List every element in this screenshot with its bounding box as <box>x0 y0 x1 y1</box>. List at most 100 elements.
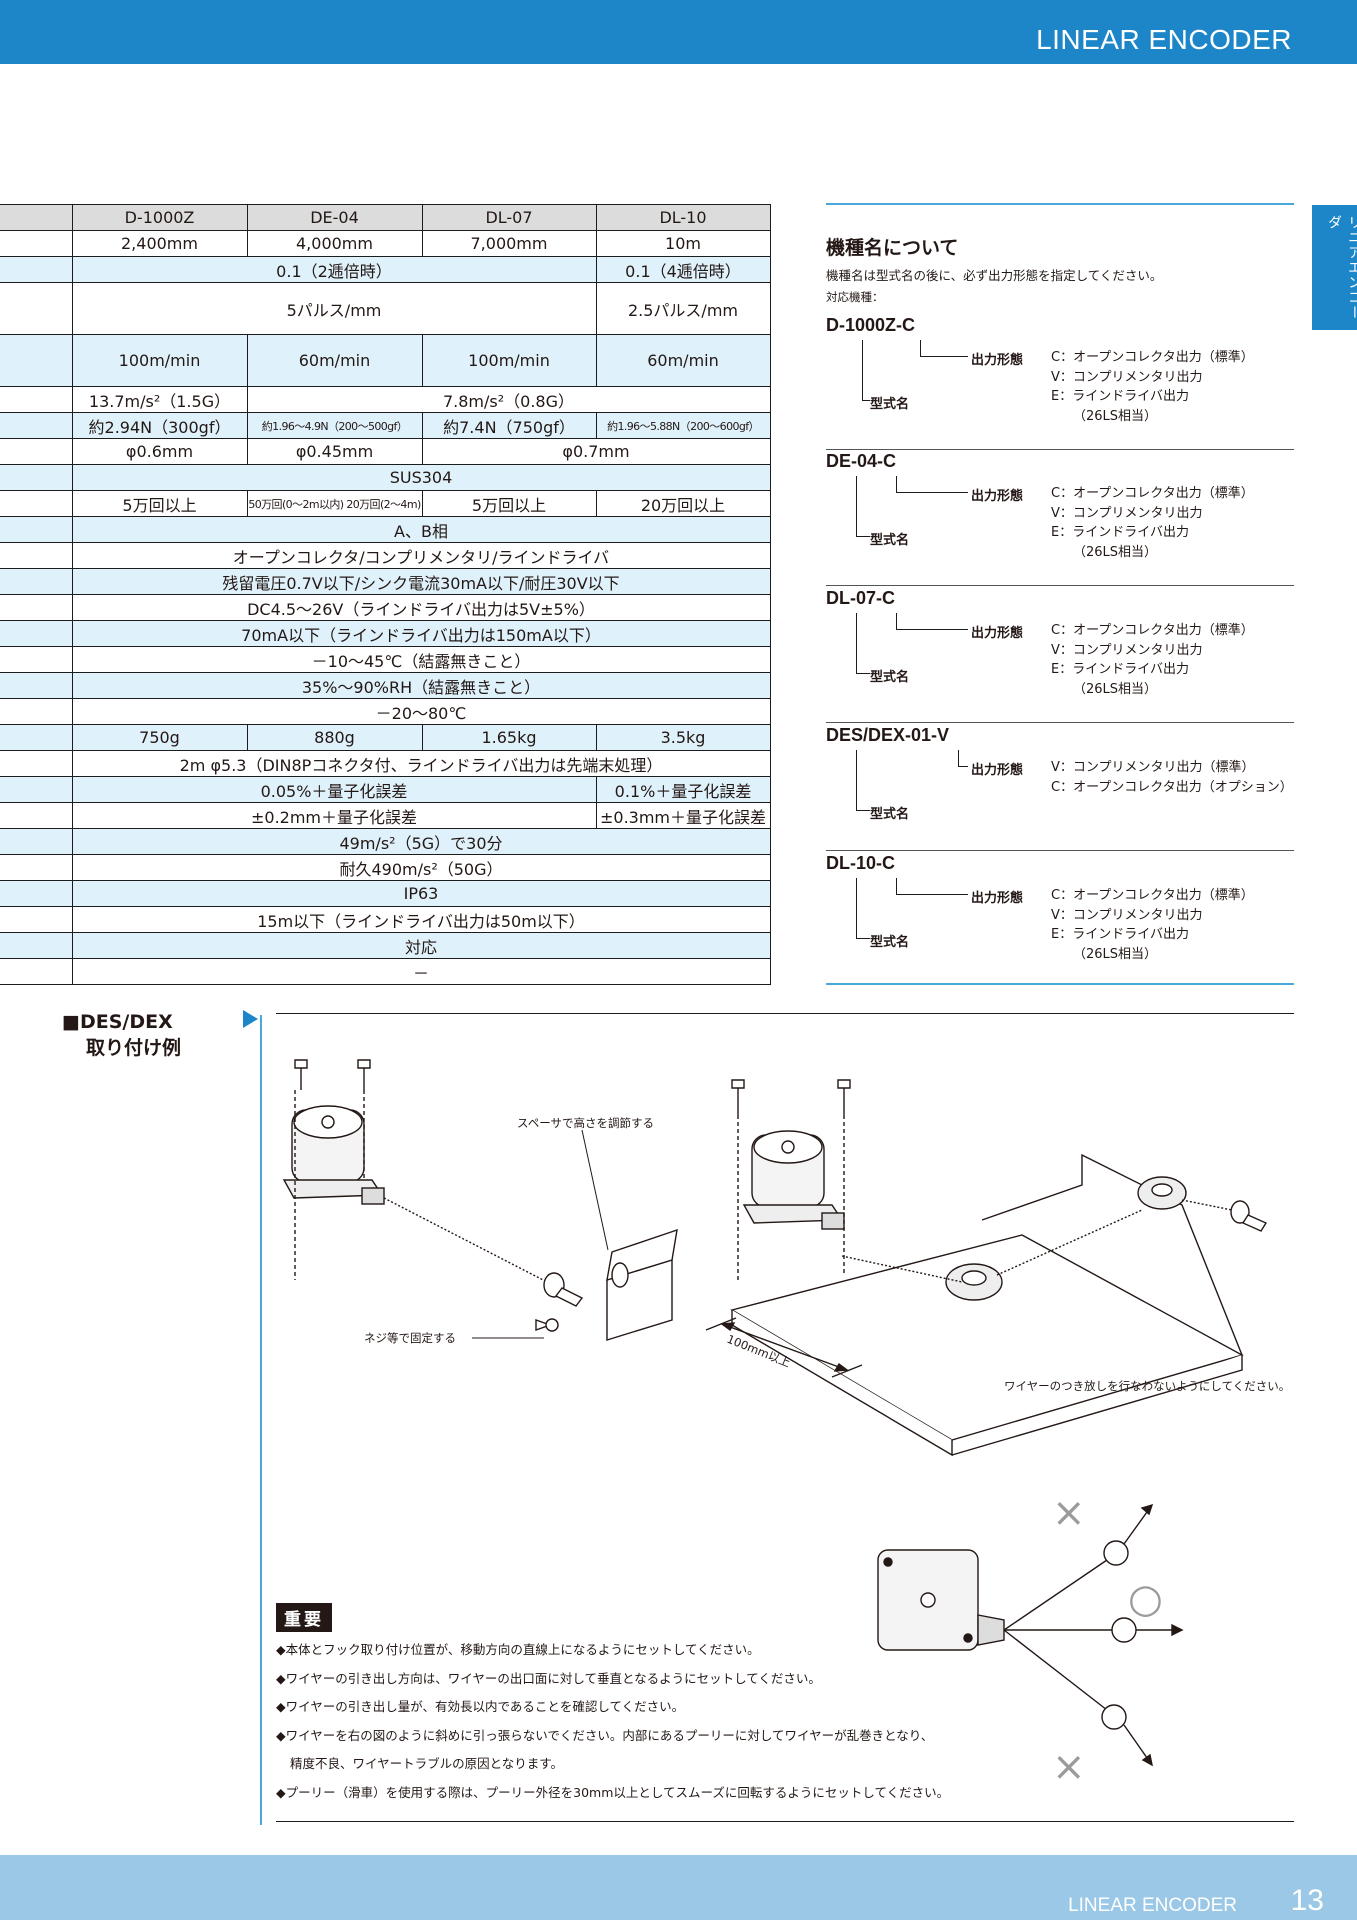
type-name-label: 型式名 <box>870 533 910 548</box>
table-cell: 4,000mm <box>246 230 423 257</box>
table-cell: 60m/min <box>246 334 423 387</box>
table-cell: A、B相 <box>71 516 771 543</box>
wire-hook-ng-top <box>1103 1503 1154 1566</box>
section-divider <box>276 1821 1294 1822</box>
output-form-label: 出力形態 <box>971 891 1024 906</box>
table-cell: 3.5kg <box>595 724 771 751</box>
screw-icon <box>357 1059 371 1090</box>
table-cell: 7,000mm <box>421 230 597 257</box>
table-header-cell: D-1000Z <box>71 204 248 231</box>
table-cell: 35%～90%RH（結露無きこと） <box>71 672 771 699</box>
option-text: （26LS相当） <box>1073 681 1158 697</box>
table-cell: 750g <box>71 724 248 751</box>
table-cell: 100m/min <box>421 334 597 387</box>
table-cell: 5万回以上 <box>421 490 597 517</box>
table-cell: 10m <box>595 230 771 257</box>
table-cell: －20～80℃ <box>71 698 771 725</box>
table-cell: 100m/min <box>71 334 248 387</box>
model-name: DES/DEX-01-V <box>826 725 950 745</box>
model-block: DES/DEX-01-V 出力形態 型式名 V：コンプリメンタリ出力（標準） C… <box>826 725 1294 851</box>
table-cell: オープンコレクタ/コンプリメンタリ/ラインドライバ <box>71 542 771 569</box>
note-item: 精度不良、ワイヤートラブルの原因となります。 <box>290 1756 564 1771</box>
option-text: V：コンプリメンタリ出力（標準） <box>1051 760 1255 775</box>
wire-hook-ok <box>1111 1617 1184 1643</box>
table-cell: φ0.45mm <box>246 438 423 465</box>
screw-icon <box>294 1059 308 1090</box>
table-cell: 約2.94N（300gf） <box>71 412 248 439</box>
table-header-cell: DE-04 <box>246 204 423 231</box>
option-text: （26LS相当） <box>1073 544 1158 560</box>
mounting-section-title: ■DES/DEX 取り付け例 <box>62 1009 181 1061</box>
option-text: （26LS相当） <box>1073 408 1158 424</box>
table-cell: 約1.96～5.88N（200～600gf） <box>595 412 771 439</box>
output-options: C：オープンコレクタ出力（標準） V：コンプリメンタリ出力 E：ラインドライバ出… <box>1051 484 1254 562</box>
table-cell: ±0.2mm＋量子化誤差 <box>71 802 597 829</box>
option-text: E：ラインドライバ出力 <box>1051 662 1189 677</box>
table-cell: φ0.7mm <box>421 438 771 465</box>
table-cell: － <box>71 958 771 985</box>
wire-hook-left <box>543 1272 584 1307</box>
table-cell: 880g <box>246 724 423 751</box>
model-name: D-1000Z-C <box>826 315 916 335</box>
table-cell: 約7.4N（750gf） <box>421 412 597 439</box>
table-cell: 0.1（4逓倍時） <box>595 256 771 283</box>
table-cell: 0.05%＋量子化誤差 <box>71 776 597 803</box>
label-screw: ネジ等で固定する <box>364 1331 456 1345</box>
screw-icon <box>731 1079 745 1115</box>
type-name-label: 型式名 <box>870 807 910 822</box>
notes-heading: 重要 <box>276 1603 332 1632</box>
footer-title: LINEAR ENCODER <box>1068 1895 1237 1916</box>
note-item: ◆ワイヤーを右の図のように斜めに引っ張らないでください。内部にあるプーリーに対し… <box>276 1727 934 1743</box>
option-text: （26LS相当） <box>1073 946 1158 962</box>
option-text: E：ラインドライバ出力 <box>1051 389 1189 404</box>
mounting-title-line2: 取り付け例 <box>86 1037 182 1059</box>
model-name: DE-04-C <box>826 451 897 471</box>
table-cell: 残留電圧0.7V以下/シンク電流30mA以下/耐圧30V以下 <box>71 568 771 595</box>
section-vertical-line <box>260 1015 262 1825</box>
table-cell: 0.1（2逓倍時） <box>71 256 597 283</box>
option-text: C：オープンコレクタ出力（標準） <box>1051 350 1254 365</box>
output-form-label: 出力形態 <box>971 626 1024 641</box>
note-item: ◆ワイヤーの引き出し量が、有効長以内であることを確認してください。 <box>276 1699 685 1714</box>
option-text: V：コンプリメンタリ出力 <box>1051 907 1203 923</box>
option-text: C：オープンコレクタ出力（標準） <box>1051 623 1254 638</box>
label-spacer: スペーサで高さを調節する <box>517 1116 654 1130</box>
output-form-label: 出力形態 <box>971 489 1024 504</box>
table-cell: ±0.3mm＋量子化誤差 <box>595 802 771 829</box>
output-options: C：オープンコレクタ出力（標準） V：コンプリメンタリ出力 E：ラインドライバ出… <box>1051 886 1254 964</box>
section-divider <box>276 1013 1294 1014</box>
type-name-label: 型式名 <box>870 670 910 685</box>
option-text: C：オープンコレクタ出力（オプション） <box>1051 779 1293 795</box>
screw-icon <box>535 1318 559 1332</box>
option-text: V：コンプリメンタリ出力 <box>1051 505 1203 521</box>
mounting-title-line1: ■DES/DEX <box>62 1011 173 1033</box>
option-text: C：オープンコレクタ出力（標準） <box>1051 486 1254 501</box>
table-cell: 20万回以上 <box>595 490 771 517</box>
model-panel-desc: 機種名は型式名の後に、必ず出力形態を指定してください。 <box>826 268 1163 283</box>
side-tab-label: リニアエンコーダ <box>1326 215 1357 320</box>
side-tab: リニアエンコーダ <box>1312 205 1357 330</box>
section-arrow-icon <box>243 1010 258 1028</box>
output-form-label: 出力形態 <box>971 763 1024 778</box>
type-name-label: 型式名 <box>870 935 910 950</box>
table-cell: IP63 <box>71 880 771 907</box>
option-text: V：コンプリメンタリ出力 <box>1051 642 1203 658</box>
table-cell: 15m以下（ラインドライバ出力は50m以下） <box>71 906 771 933</box>
table-cell: 60m/min <box>595 334 771 387</box>
model-block: DL-10-C 出力形態 型式名 C：オープンコレクタ出力（標準） V：コンプリ… <box>826 853 1294 987</box>
ok-mark-icon: ○ <box>1128 1576 1163 1622</box>
table-cell: 約1.96～4.9N（200～500gf） <box>246 412 423 439</box>
table-cell: 2.5パルス/mm <box>595 282 771 335</box>
table-cell: 2,400mm <box>71 230 248 257</box>
option-text: V：コンプリメンタリ出力 <box>1051 369 1203 385</box>
table-cell: 13.7m/s²（1.5G） <box>71 386 248 413</box>
table-cell: 1.65kg <box>421 724 597 751</box>
model-block: D-1000Z-C 出力形態 型式名 C：オープンコレクタ出力（標準） V：コン… <box>826 315 1294 450</box>
note-item: ◆プーリー（滑車）を使用する際は、プーリー外径を30mm以上としてスムーズに回転… <box>276 1784 950 1800</box>
table-cell: 耐久490m/s²（50G） <box>71 854 771 881</box>
table-cell: 0.1%＋量子化誤差 <box>595 776 771 803</box>
output-form-label: 出力形態 <box>971 353 1024 368</box>
pulley-front <box>945 1263 1003 1301</box>
note-item: ◆本体とフック取り付け位置が、移動方向の直線上になるようにセットしてください。 <box>276 1642 760 1657</box>
